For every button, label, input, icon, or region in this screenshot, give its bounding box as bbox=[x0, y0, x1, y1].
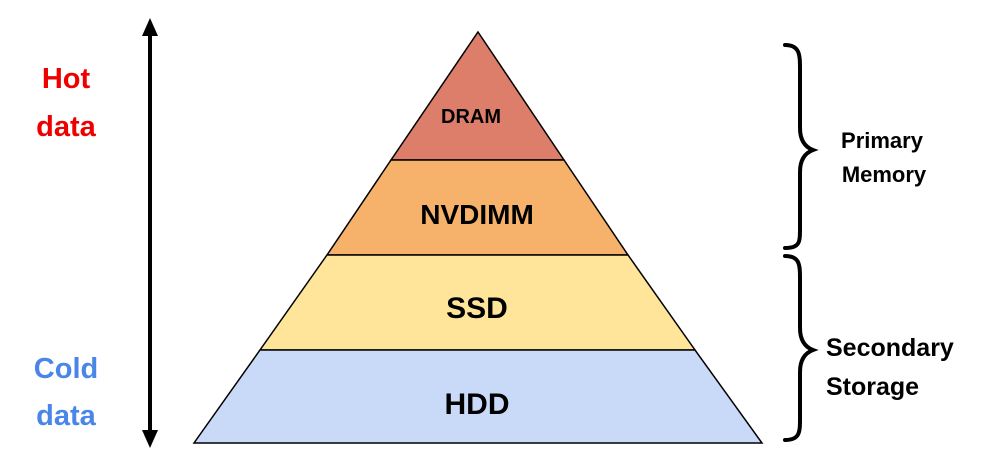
arrow-head-down bbox=[142, 430, 158, 448]
primary-memory-label-line2: Memory bbox=[842, 162, 927, 187]
hot-data-label-line2: data bbox=[36, 111, 97, 143]
arrow-head-up bbox=[142, 18, 158, 36]
cold-data-label-line1: Cold bbox=[34, 353, 98, 385]
cold-data-label-line2: data bbox=[36, 400, 97, 432]
pyramid: DRAM NVDIMM SSD HDD bbox=[192, 30, 764, 444]
tier-label-nvdimm: NVDIMM bbox=[420, 199, 534, 230]
tier-label-dram: DRAM bbox=[441, 106, 501, 128]
temperature-arrow bbox=[142, 18, 158, 448]
tier-label-ssd: SSD bbox=[446, 292, 508, 325]
secondary-storage-brace bbox=[783, 254, 819, 442]
tier-hdd bbox=[192, 349, 764, 444]
primary-memory-brace bbox=[783, 43, 819, 250]
hot-data-label-line1: Hot bbox=[42, 63, 91, 95]
secondary-storage-label-line1: Secondary bbox=[826, 334, 954, 362]
primary-memory-label-line1: Primary bbox=[841, 128, 924, 153]
tier-dram bbox=[389, 30, 566, 161]
secondary-storage-label-line2: Storage bbox=[826, 373, 919, 401]
tier-label-hdd: HDD bbox=[445, 388, 510, 421]
